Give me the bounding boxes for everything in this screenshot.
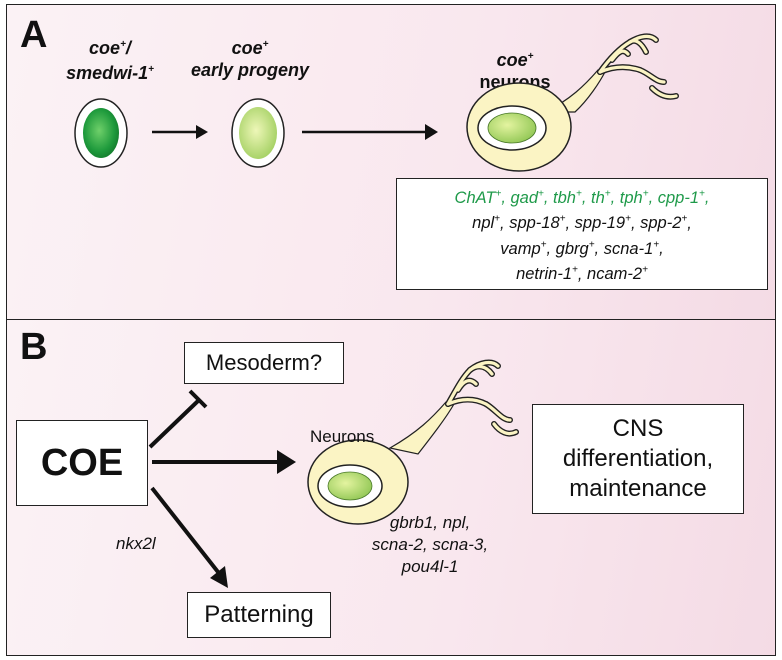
neurons-label: Neurons [310,427,375,446]
neuron-gene-list: gbrb1, npl, scna-2, scna-3, pou4l-1 [355,512,505,578]
arrow-coe-to-neurons [152,450,296,474]
green-marker-line: ChAT+, gad+, tbh+, th+, tph+, cpp-1+, [454,188,710,207]
cns-box-line: differentiation, [562,445,714,472]
neuron-icon-panel-a [466,33,679,172]
neuron-gene-line: pou4l-1 [401,557,459,576]
neuron-gene-line: gbrb1, npl, [389,513,471,532]
stage1-line1-sup: + [120,39,126,50]
mesoderm-box: Mesoderm? [184,342,344,384]
marker-cpp-1: cpp-1+ [657,188,705,207]
marker-chat: ChAT+ [454,188,502,207]
progeny-cell-icon [231,98,285,168]
stage1-line2: smedwi-1 [66,63,149,83]
stage1-line2-sup: + [148,64,154,75]
patterning-box: Patterning [187,592,331,638]
nkx2l-label: nkx2l [116,534,156,553]
marker-tph: tph+ [619,188,649,207]
stem-cell-icon [74,98,128,168]
arrow-coe-to-patterning [150,486,228,588]
arrow-stage1-to-stage2 [152,125,208,139]
stage3-line1: coe [496,50,528,70]
inhibition-line-mesoderm [148,389,208,449]
marker-th: th+ [591,188,611,207]
arrow-stage2-to-neurons [302,124,438,140]
panel-b-label: B [20,326,48,368]
cns-box: CNS differentiation, maintenance [532,404,744,514]
stage2-line1-sup: + [262,39,269,50]
cns-box-line: maintenance [569,475,707,502]
marker-tbh: tbh+ [553,188,582,207]
stage1-caption: coe+/ smedwi-1+ [40,34,180,84]
stage3-line1-sup: + [527,51,534,62]
stage1-line1: coe [89,38,121,58]
coe-box: COE [16,420,148,506]
stage2-line2: early progeny [190,60,310,80]
stage2-caption: coe+ early progeny [175,34,325,81]
stage1-line1-suffix: / [125,38,131,58]
neuron-gene-line: scna-2, scna-3, [371,535,489,554]
marker-ncam-2: ncam-2+ [587,264,648,284]
marker-scna-1: scna-1+ [603,239,660,258]
black-marker-line: netrin-1+, ncam-2+ [516,264,648,284]
black-marker-line: vamp+, gbrg+, scna-1+, [500,239,664,258]
panel-a-label: A [20,14,48,56]
marker-gad: gad+ [510,188,544,207]
marker-spp-2: spp-2+ [640,213,688,233]
marker-gbrg: gbrg+ [555,239,595,258]
marker-vamp: vamp+ [500,239,547,258]
marker-npl: npl+ [472,213,501,233]
marker-netrin-1: netrin-1+ [516,264,578,284]
neuron-icon-panel-b [307,359,519,525]
marker-spp-18: spp-18+ [509,213,566,233]
black-marker-line: npl+, spp-18+, spp-19+, spp-2+, [472,213,692,233]
black-marker-lines: npl+, spp-18+, spp-19+, spp-2+, vamp+, g… [403,209,761,286]
marker-spp-19: spp-19+ [574,213,631,233]
neuron-marker-box: ChAT+, gad+, tbh+, th+, tph+, cpp-1+, np… [396,178,768,290]
cns-box-line: CNS [612,415,664,442]
stage2-line1: coe [231,38,263,58]
